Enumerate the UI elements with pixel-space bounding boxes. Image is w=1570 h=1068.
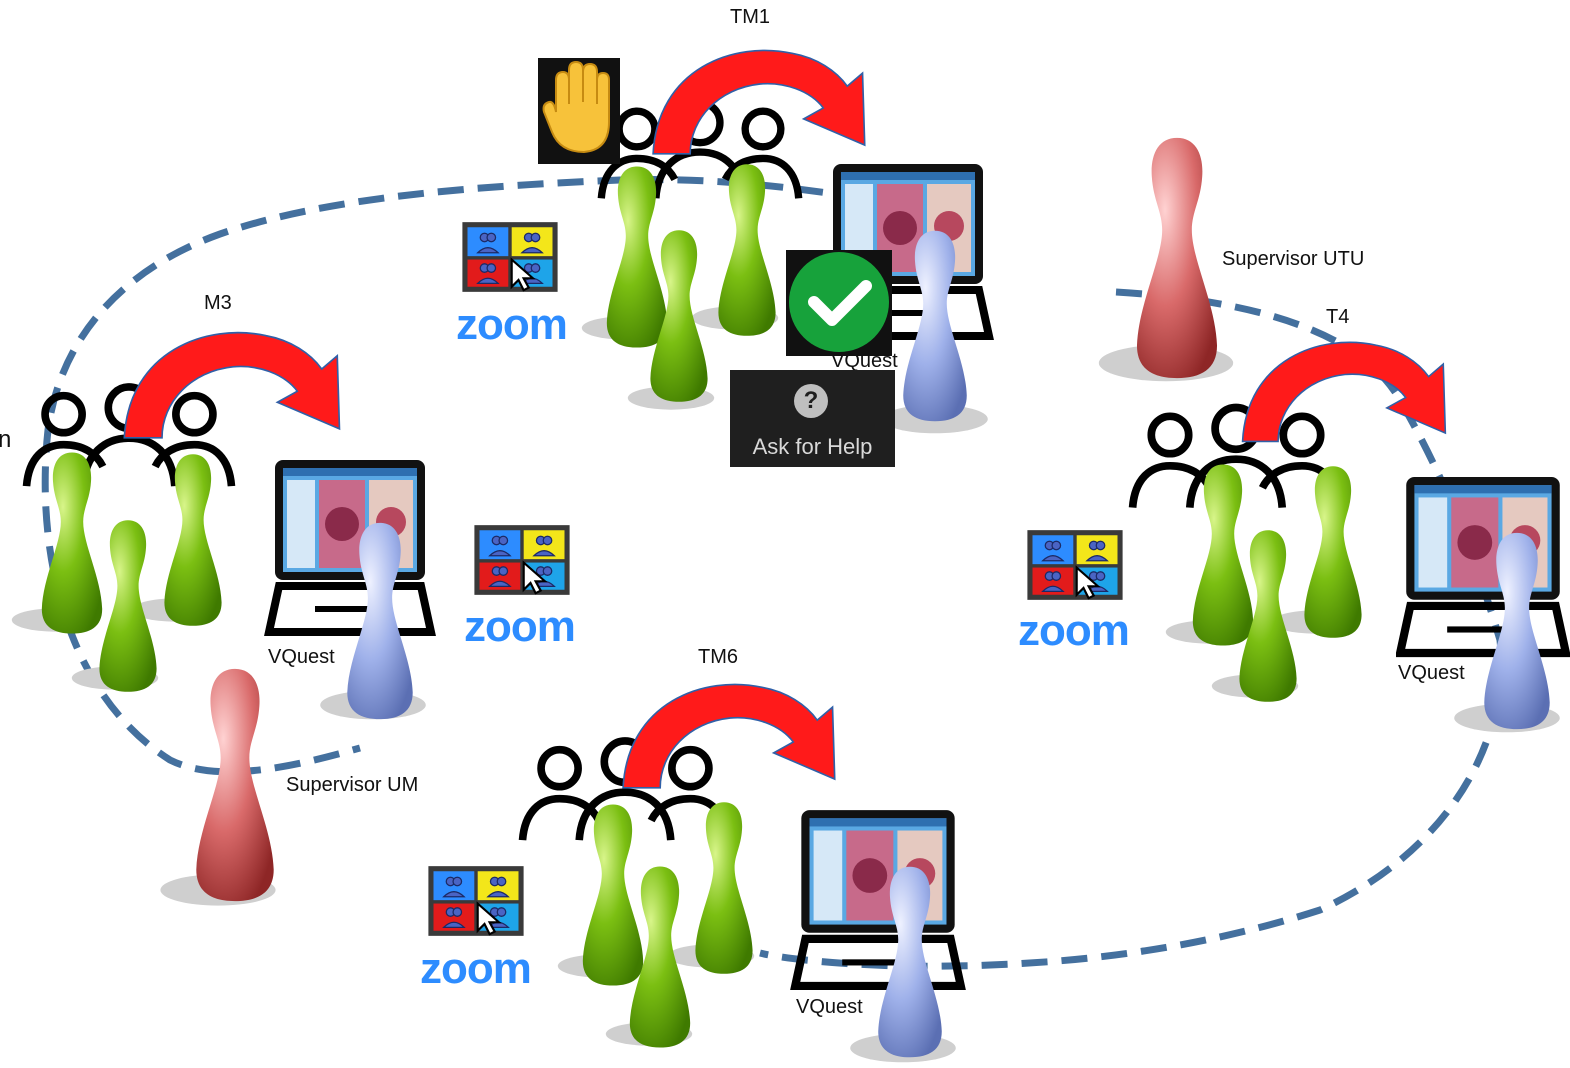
computer-icon	[795, 810, 961, 986]
help-icon: ?	[794, 384, 828, 418]
dashed-collaboration-loop	[41, 176, 981, 776]
group-label-m3: M3	[204, 292, 232, 314]
group-t4	[1133, 341, 1566, 733]
group-m3	[11, 331, 431, 720]
rotation-arrow	[652, 49, 866, 155]
student-pawn	[695, 802, 753, 974]
student-pawn	[1304, 466, 1362, 638]
supervisor-pawn-um	[196, 668, 274, 902]
supervisor-label-utu: Supervisor UTU	[1222, 248, 1365, 270]
vquest-label: VQuest	[831, 350, 898, 372]
zoom-wordmark: zoom	[456, 300, 568, 349]
raised-hand-icon	[538, 58, 620, 164]
rotation-arrow	[123, 331, 341, 439]
vquest-label: VQuest	[1398, 662, 1465, 684]
group-tm6	[523, 683, 961, 1063]
ask-for-help-label: Ask for Help	[752, 434, 873, 459]
computer-icon	[269, 460, 431, 632]
cut-off-label: n	[0, 426, 12, 453]
zoom-icon	[473, 524, 571, 596]
zoom-icon	[1026, 529, 1124, 601]
ask-for-help-button[interactable]: ? Ask for Help	[730, 370, 895, 467]
checkmark-icon	[786, 250, 892, 356]
supervisor-label-um: Supervisor UM	[286, 774, 419, 796]
zoom-icon	[461, 221, 559, 293]
vquest-label: VQuest	[796, 996, 863, 1018]
rotation-arrow	[622, 683, 836, 789]
group-label-tm1: TM1	[730, 6, 770, 28]
student-pawn	[1192, 464, 1254, 646]
vquest-label: VQuest	[268, 646, 335, 668]
student-pawn	[41, 452, 103, 634]
zoom-wordmark: zoom	[1018, 606, 1130, 655]
computer-icon	[1400, 477, 1566, 653]
student-pawn	[718, 164, 776, 336]
student-pawn	[582, 804, 644, 986]
group-label-tm6: TM6	[698, 646, 738, 668]
group-label-t4: T4	[1326, 306, 1350, 328]
zoom-icon	[427, 865, 525, 937]
zoom-wordmark: zoom	[464, 602, 576, 651]
zoom-wordmark: zoom	[420, 944, 532, 993]
supervisor-pawn-utu	[1136, 137, 1218, 379]
